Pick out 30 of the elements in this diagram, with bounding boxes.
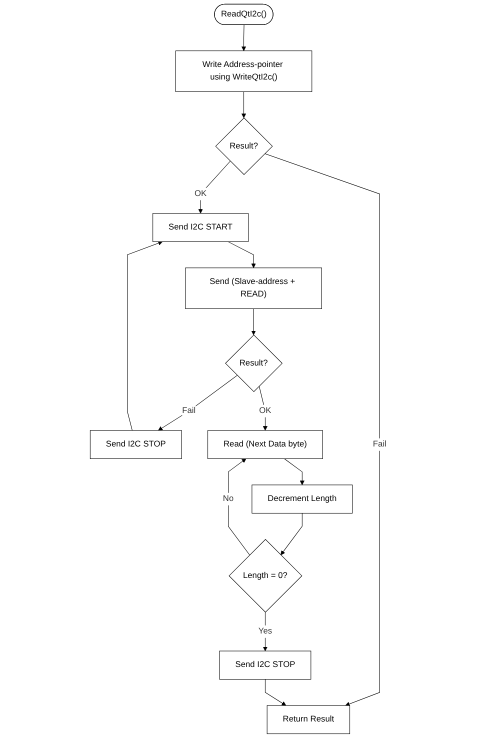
node-box: Send I2C STOP bbox=[219, 650, 312, 680]
arrow bbox=[228, 241, 256, 268]
node-box: Return Result bbox=[267, 705, 350, 734]
node-box: Send (Slave-address + READ) bbox=[185, 268, 322, 309]
edge-label: Fail bbox=[182, 406, 196, 416]
arrow bbox=[228, 458, 250, 556]
arrow bbox=[158, 375, 238, 431]
edge-label: OK bbox=[259, 406, 272, 416]
arrow bbox=[280, 512, 303, 556]
node-diamond: Length = 0? bbox=[228, 539, 302, 613]
arrow bbox=[251, 308, 256, 336]
arrow bbox=[259, 386, 268, 431]
edge-label: Yes bbox=[258, 626, 272, 636]
arrow bbox=[265, 679, 286, 706]
node-diamond: Result? bbox=[216, 118, 273, 175]
edge-label: No bbox=[223, 494, 234, 504]
edge-label: OK bbox=[194, 189, 207, 198]
arrow bbox=[198, 160, 231, 214]
node-box: Read (Next Data byte) bbox=[208, 430, 324, 459]
arrow bbox=[284, 458, 305, 486]
node-diamond: Result? bbox=[225, 334, 283, 392]
arrow bbox=[242, 24, 246, 52]
node-box: Write Address-pointer using WriteQtI2c() bbox=[176, 50, 312, 92]
arrow bbox=[242, 91, 246, 118]
node-box: Decrement Length bbox=[252, 484, 353, 514]
edge-label: Fail bbox=[373, 440, 387, 449]
node-box: Send I2C STOP bbox=[90, 430, 182, 459]
node-box: Send I2C START bbox=[152, 213, 249, 242]
arrow bbox=[264, 153, 380, 706]
arrow bbox=[127, 240, 163, 431]
